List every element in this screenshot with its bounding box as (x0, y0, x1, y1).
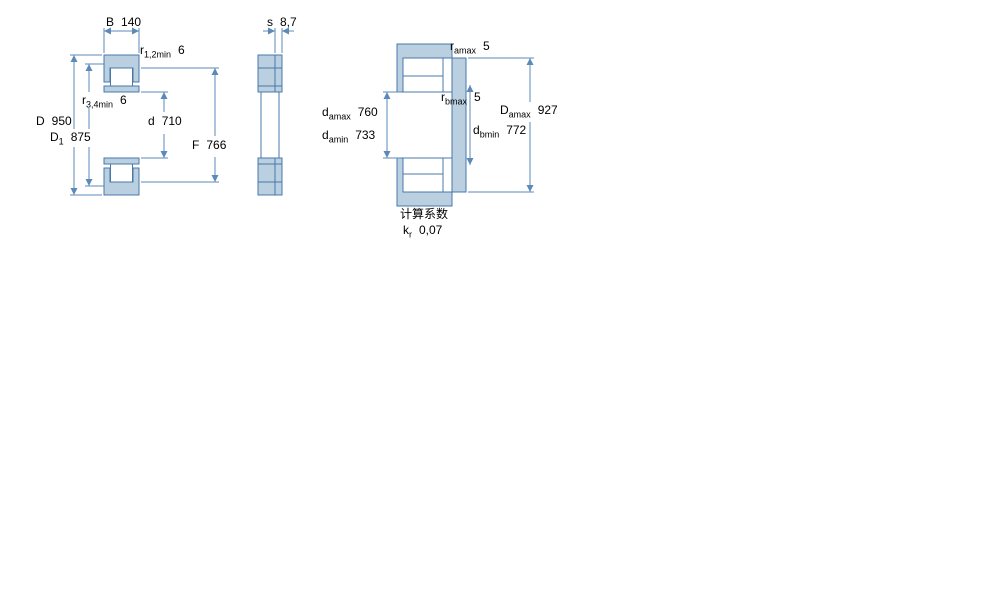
dim-sub: amin (328, 134, 349, 145)
dim-sub: amax (454, 45, 477, 56)
factor-value: 0,07 (419, 223, 443, 237)
dim-base: d (322, 128, 329, 142)
dim-value: 140 (121, 15, 142, 29)
dim-damax-label: damax 760 (322, 106, 378, 121)
dim-value: 766 (206, 138, 227, 152)
dim-D-label: D 950 (36, 115, 72, 130)
bearing-outline-bottom (402, 157, 444, 193)
dim-damin-label: damin 733 (322, 129, 375, 144)
dim-base: r (450, 39, 454, 53)
dim-rbmax-label: rbmax 5 (441, 91, 481, 106)
dim-sub: amax (508, 109, 531, 120)
dim-base: r (441, 90, 445, 104)
dim-base: D (36, 114, 45, 128)
dim-value: 5 (483, 39, 490, 53)
dim-F-label: F 766 (192, 139, 226, 154)
dim-r34min-label: r3,4min 6 (82, 94, 127, 109)
dim-base: r (82, 93, 86, 107)
dim-value: 733 (355, 128, 376, 142)
roller-top (110, 67, 133, 87)
dim-B-label: B 140 (106, 16, 141, 31)
side-view-dimension-lines (263, 27, 294, 53)
dim-base: d (148, 114, 155, 128)
dim-base: s (267, 15, 273, 29)
dim-value: 927 (537, 103, 558, 117)
dim-value: 875 (70, 130, 91, 144)
dim-Damax-label: Damax 927 (500, 104, 558, 119)
roller-bottom (110, 163, 133, 183)
mounting-view (383, 43, 534, 207)
bearing-outline-top (402, 57, 444, 93)
dim-value: 6 (120, 93, 127, 107)
dim-sub: 1 (58, 136, 64, 147)
dim-value: 5 (474, 90, 481, 104)
side-view (257, 27, 294, 196)
dim-base: D (50, 130, 59, 144)
dim-sub: bmax (445, 96, 468, 107)
dim-value: 710 (161, 114, 182, 128)
dim-s-label: s 8,7 (267, 16, 297, 31)
main-view-dimension-lines (70, 27, 219, 196)
abutment-collar (451, 57, 467, 193)
dim-sub: amax (328, 111, 351, 122)
main-cross-section-view (70, 27, 219, 196)
dim-d-label: d 710 (148, 115, 182, 130)
mounting-view-dimension-lines (383, 57, 534, 193)
dim-sub: bmin (479, 129, 500, 140)
dim-r12min-label: r1,2min 6 (140, 44, 185, 59)
inner-ring-top (103, 85, 140, 93)
dim-value: 772 (506, 123, 527, 137)
factor-sub: r (409, 229, 412, 240)
dim-base: F (192, 138, 200, 152)
dim-ramax-label: ramax 5 (450, 40, 490, 55)
dim-base: D (500, 103, 509, 117)
factor-base: k (403, 223, 409, 237)
inner-ring-bottom (103, 157, 140, 165)
dim-D1-label: D1 875 (50, 131, 91, 146)
dim-dbmin-label: dbmin 772 (473, 124, 526, 139)
dim-value: 760 (357, 105, 378, 119)
dim-sub: 1,2min (144, 49, 172, 60)
dim-base: r (140, 43, 144, 57)
dim-base: d (473, 123, 480, 137)
dim-value: 6 (178, 43, 185, 57)
dim-base: B (106, 15, 115, 29)
dim-value: 8,7 (280, 15, 297, 29)
dim-sub: 3,4min (86, 99, 114, 110)
calculation-factors-heading: 计算系数 (400, 207, 449, 221)
dim-base: d (322, 105, 329, 119)
factor-kr-label: kr 0,07 (403, 224, 442, 239)
dim-value: 950 (51, 114, 72, 128)
